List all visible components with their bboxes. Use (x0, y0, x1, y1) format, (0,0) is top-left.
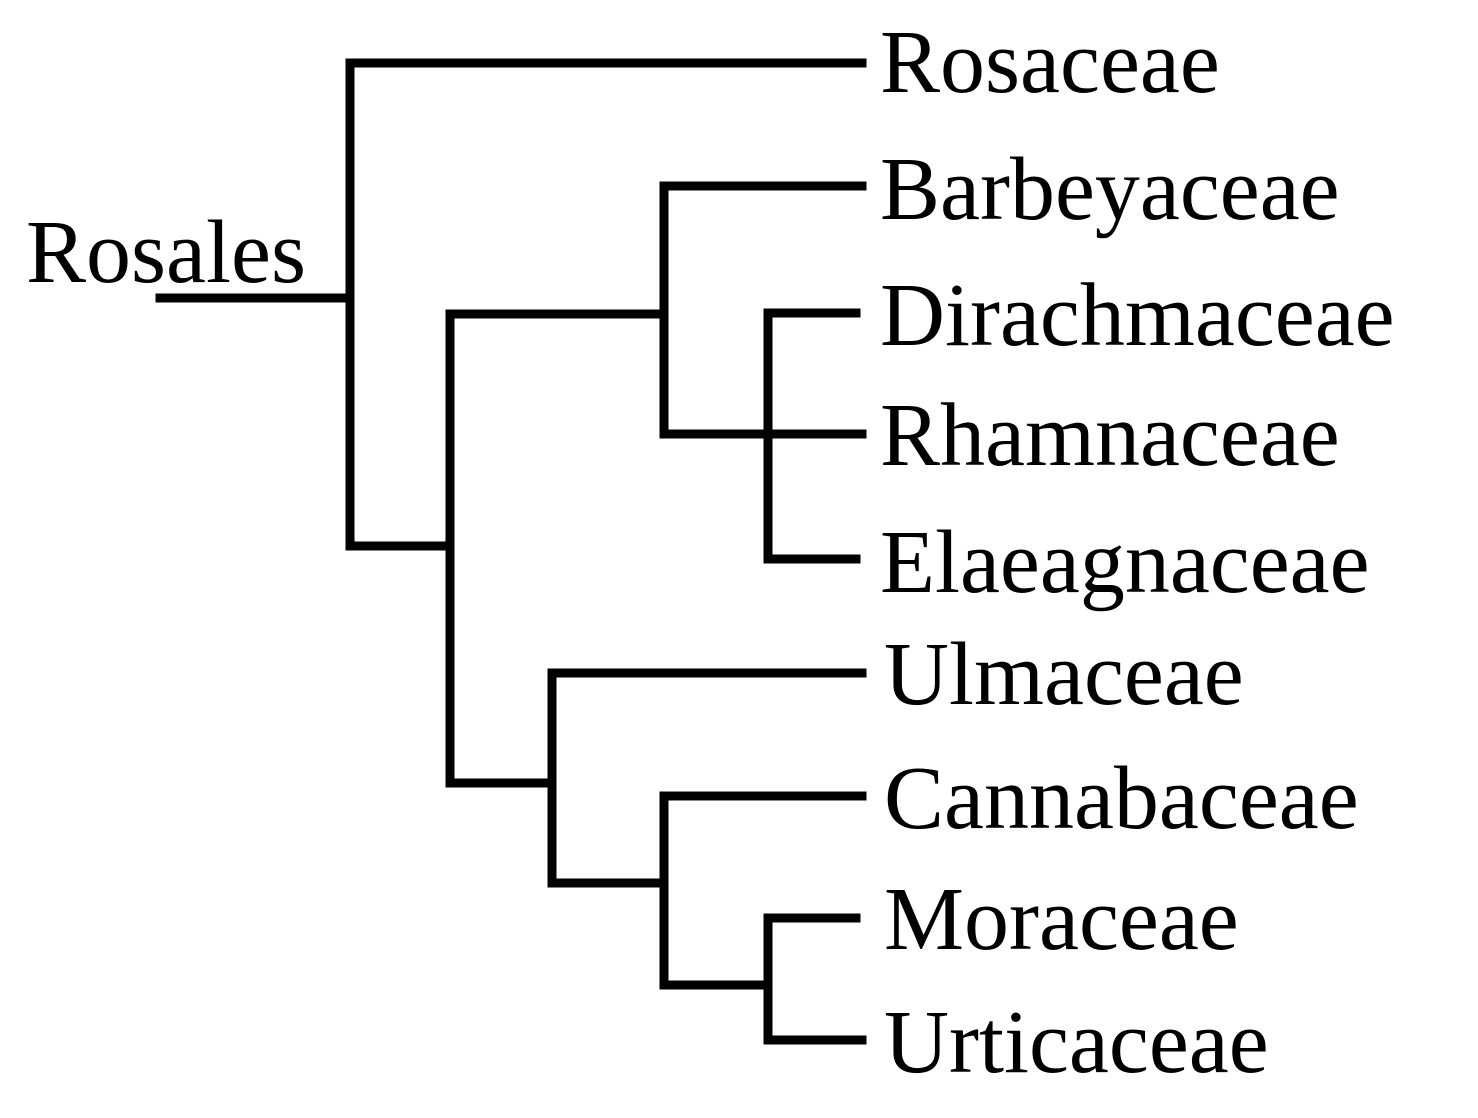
taxon-label-barbeyaceae: Barbeyaceae (880, 140, 1340, 239)
taxon-label-urticaceae: Urticaceae (884, 993, 1269, 1092)
taxon-label-cannabaceae: Cannabaceae (884, 749, 1359, 848)
taxon-label-rhamnaceae: Rhamnaceae (880, 386, 1340, 485)
taxon-label-dirachmaceae: Dirachmaceae (880, 266, 1395, 365)
taxon-label-elaeagnaceae: Elaeagnaceae (880, 513, 1370, 612)
taxon-label-moraceae: Moraceae (884, 870, 1239, 969)
root-label: Rosales (26, 203, 306, 302)
taxon-label-rosaceae: Rosaceae (880, 13, 1220, 112)
taxon-label-ulmaceae: Ulmaceae (884, 625, 1244, 724)
